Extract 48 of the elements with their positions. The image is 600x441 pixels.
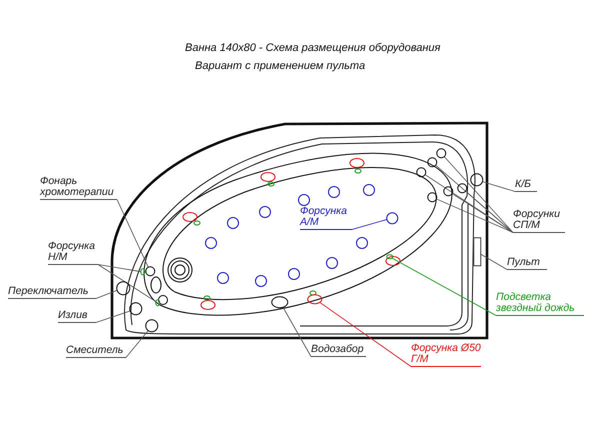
callout-label: Излив xyxy=(58,310,96,323)
leader-line xyxy=(352,219,388,230)
leader-line xyxy=(444,156,514,233)
leader-line xyxy=(482,181,516,192)
circle-marker xyxy=(129,302,143,316)
panel-marker xyxy=(472,237,482,267)
callout-label: Переключатель xyxy=(8,286,96,299)
diagram-title: Ванна 140x80 - Схема размещения оборудования xyxy=(185,42,440,54)
circle-marker xyxy=(155,299,161,307)
leader-line xyxy=(436,198,514,233)
callout-label: Фонарь хромотерапии xyxy=(40,176,117,200)
leader-line xyxy=(465,190,514,233)
circle-marker xyxy=(416,166,426,178)
circle-marker xyxy=(140,268,146,276)
circle-marker xyxy=(442,186,454,196)
circle-marker xyxy=(436,148,446,158)
callout-label: Пульт xyxy=(507,257,547,270)
leader-line xyxy=(116,199,149,268)
leader-line xyxy=(98,264,157,302)
circle-marker xyxy=(470,173,484,187)
circle-marker xyxy=(116,280,130,296)
callout-label: Водозабор xyxy=(311,344,366,357)
leader-line xyxy=(96,290,118,299)
leader-line xyxy=(96,310,131,323)
circle-marker xyxy=(386,212,398,224)
callout-label: Форсунка Ø50 Г/М xyxy=(411,343,481,367)
subtitle: Вариант с применением пульта xyxy=(195,60,366,72)
circle-marker xyxy=(426,156,438,168)
leader-line xyxy=(392,258,496,316)
leader-line xyxy=(282,306,312,357)
callout-label: Подсветка звездный дождь xyxy=(496,292,584,316)
leader-line xyxy=(480,254,508,270)
circle-marker xyxy=(144,266,156,276)
callout-label: Смеситель xyxy=(66,345,126,358)
circle-marker xyxy=(307,294,323,304)
circle-marker xyxy=(386,254,394,260)
leader-line xyxy=(451,193,514,233)
leader-line xyxy=(319,302,412,367)
callout-label: Форсунки СП/М xyxy=(513,209,565,233)
callout-label: Форсунка Н/М xyxy=(48,241,98,265)
callout-label: К/Б xyxy=(515,179,537,192)
circle-marker xyxy=(426,192,438,202)
leader-line xyxy=(98,264,142,272)
circle-marker xyxy=(456,182,468,194)
leader-line xyxy=(126,330,149,358)
circle-marker xyxy=(145,319,159,333)
circle-marker xyxy=(271,296,289,308)
callout-label: Форсунка А/М xyxy=(300,206,352,230)
